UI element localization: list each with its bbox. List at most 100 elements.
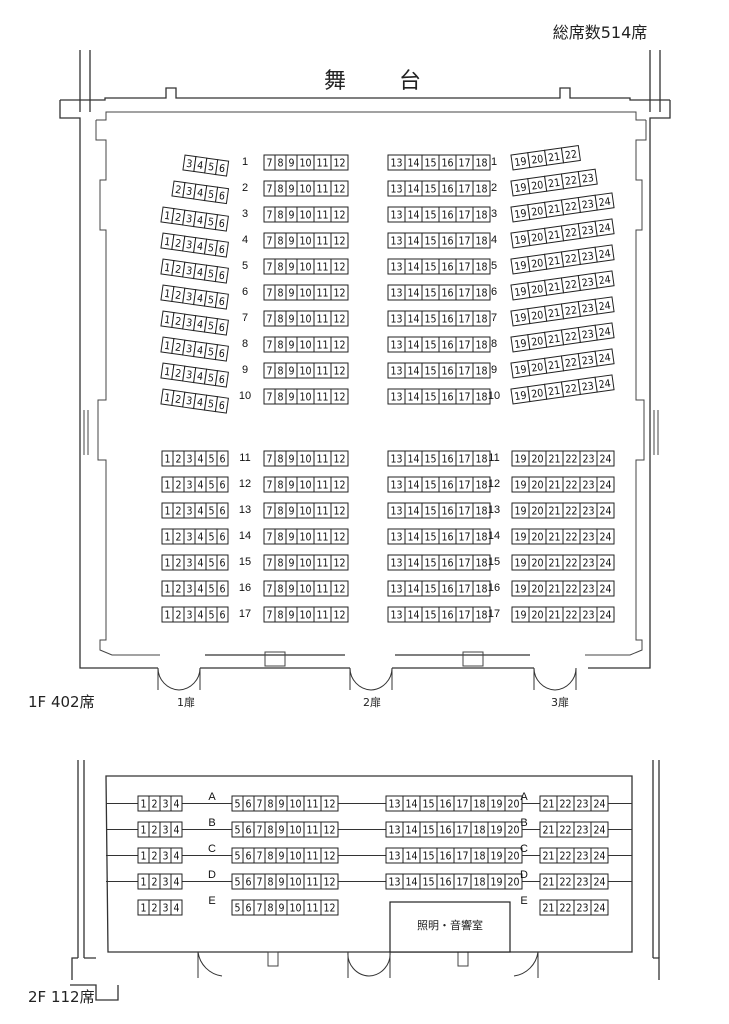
seat <box>330 528 349 545</box>
row-label: 3 <box>491 208 497 220</box>
seat-number: 10 <box>289 825 301 837</box>
seat-number: 18 <box>475 366 487 378</box>
seat-number: 3 <box>186 610 192 622</box>
seat-number: 3 <box>186 584 192 596</box>
seat-number: 14 <box>407 236 419 248</box>
seat-number: 17 <box>458 532 470 544</box>
seat-number: 5 <box>207 161 215 174</box>
seat-number: 16 <box>441 454 453 466</box>
row-label: B <box>208 817 215 829</box>
seat-number: 7 <box>266 584 272 596</box>
seat-number: 8 <box>277 236 283 248</box>
seat-number: 1 <box>163 392 171 405</box>
seat-number: 23 <box>581 250 595 264</box>
seat-number: 6 <box>219 584 225 596</box>
seat-number: 9 <box>288 314 294 326</box>
seat <box>170 795 183 812</box>
seat-number: 15 <box>422 851 434 863</box>
seat <box>594 296 615 315</box>
floor1-label: 1F 402席 <box>28 693 95 711</box>
seat-number: 11 <box>306 851 318 863</box>
seat-number: 17 <box>458 158 470 170</box>
seat-number: 5 <box>234 799 240 811</box>
seat-number: 3 <box>186 558 192 570</box>
seat-number: 12 <box>333 236 345 248</box>
seat-number: 9 <box>288 532 294 544</box>
seat-number: 22 <box>564 200 578 214</box>
seat-number: 1 <box>163 340 171 353</box>
seat <box>590 821 609 838</box>
seat-number: 3 <box>162 903 168 915</box>
seat-number: 5 <box>207 346 215 359</box>
seat-number: 16 <box>441 584 453 596</box>
seat-number: 23 <box>576 903 588 915</box>
lighting-sound-booth <box>389 901 511 953</box>
seat-number: 18 <box>475 480 487 492</box>
seat-number: 22 <box>559 877 571 889</box>
seat-number: 3 <box>185 291 193 304</box>
seat-number: 5 <box>208 480 214 492</box>
seat-number: 6 <box>218 348 226 361</box>
seat-number: 14 <box>407 262 419 274</box>
seat-number: 18 <box>475 210 487 222</box>
stage-label-second: 台 <box>399 69 421 94</box>
seat-number: 8 <box>277 210 283 222</box>
seat-number: 14 <box>405 877 417 889</box>
seat-number: 23 <box>576 799 588 811</box>
seat-number: 16 <box>439 851 451 863</box>
seat <box>472 502 491 519</box>
seat-number: 10 <box>289 851 301 863</box>
seat-number: 20 <box>531 179 545 193</box>
seat-number: 20 <box>531 387 545 401</box>
seat-number: 22 <box>559 799 571 811</box>
seat-number: 20 <box>531 584 543 596</box>
seat-number: 12 <box>333 480 345 492</box>
seat-number: 8 <box>277 454 283 466</box>
row-label: 8 <box>491 338 497 350</box>
seat-number: 24 <box>598 326 612 340</box>
seat-number: 5 <box>208 610 214 622</box>
seat <box>594 270 615 289</box>
row-label: 9 <box>242 364 248 376</box>
seat-number: 16 <box>441 288 453 300</box>
seat-number: 4 <box>196 240 204 253</box>
seat-number: 22 <box>564 278 578 292</box>
seat-number: 12 <box>323 799 335 811</box>
seat-number: 11 <box>316 532 328 544</box>
seat-number: 23 <box>582 558 594 570</box>
seat-number: 19 <box>514 208 528 222</box>
seat-number: 20 <box>531 532 543 544</box>
row-label: D <box>520 869 528 881</box>
seat-number: 13 <box>388 825 400 837</box>
seat-number: 19 <box>514 286 528 300</box>
seat-number: 24 <box>593 903 605 915</box>
seat-number: 18 <box>473 825 485 837</box>
seat-number: 11 <box>316 584 328 596</box>
seat-number: 10 <box>299 262 311 274</box>
seat-number: 3 <box>185 317 193 330</box>
seat-number: 12 <box>333 366 345 378</box>
seat-number: 13 <box>390 454 402 466</box>
seat-number: 10 <box>299 158 311 170</box>
row-label: 12 <box>239 478 251 490</box>
seat-number: 24 <box>599 584 611 596</box>
seat-number: 15 <box>424 236 436 248</box>
seat-number: 8 <box>277 392 283 404</box>
seat-number: 3 <box>186 506 192 518</box>
seat-number: 7 <box>266 454 272 466</box>
seat-number: 10 <box>299 314 311 326</box>
seat-number: 6 <box>218 190 226 203</box>
seat-number: 14 <box>407 340 419 352</box>
seat-number: 16 <box>441 366 453 378</box>
